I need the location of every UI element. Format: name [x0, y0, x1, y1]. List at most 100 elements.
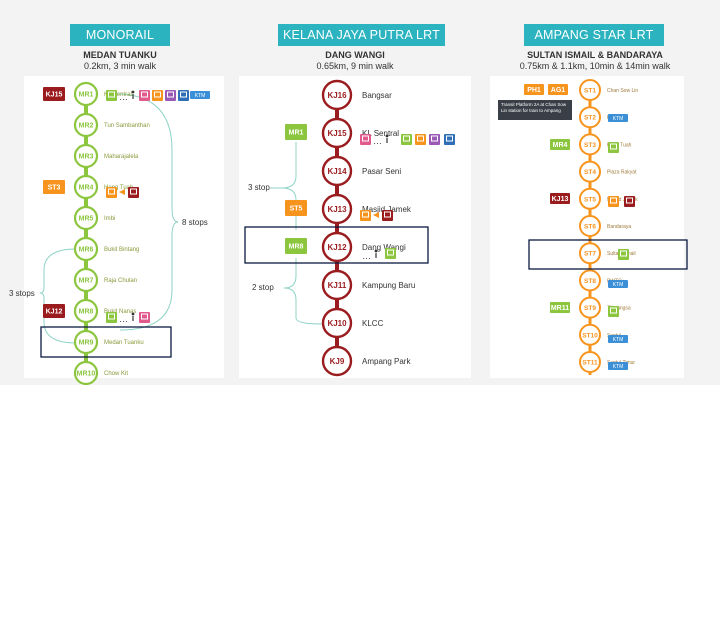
- kelana-interchange-badge: [285, 238, 307, 254]
- ampang-sentul-badge-text: KTM: [613, 337, 624, 343]
- ampang-pudu-badge: [608, 114, 628, 122]
- kelana-station-name: Dang Wangi: [362, 243, 406, 252]
- monorail-station-name: Medan Tuanku: [104, 340, 144, 346]
- monorail-station-marker: [73, 267, 99, 293]
- ampang-masjid-train-icon-body: [610, 197, 617, 204]
- transit-map: MONORAIL LINE MEDAN TUANKU 0.2km, 3 min …: [0, 0, 720, 385]
- monorail-line-title: MONORAIL LINE: [70, 24, 170, 64]
- monorail-bukitnanas-train-icon-body: [108, 313, 115, 320]
- ampang-interchange-badge: [524, 84, 544, 95]
- monorail-train-icon-purple-body: [167, 91, 174, 98]
- kelana-train-icon-green-body: [403, 135, 410, 142]
- monorail-brace-right-label: 8 stops: [182, 218, 208, 227]
- ampang-sultan-train-icon-body: [620, 250, 627, 257]
- ampang-station-code: ST1: [584, 88, 596, 95]
- kelana-station-name: Ampang Park: [362, 357, 411, 366]
- ampang-interchange-badge: [550, 302, 570, 313]
- monorail-station-marker: [73, 329, 99, 355]
- monorail-station-name: Maharajalela: [104, 154, 139, 160]
- monorail-station-marker: [73, 236, 99, 262]
- ampang-station-code: ST4: [584, 169, 596, 176]
- kelana-dangwangi-walk-icon-dots: …: [362, 251, 371, 261]
- monorail-station-name: Chow Kit: [104, 371, 128, 377]
- ampang-station-code: ST8: [584, 278, 596, 285]
- monorail-interchange-badge: [43, 87, 65, 101]
- kelana-station-code: KJ13: [327, 205, 347, 214]
- ampang-interchange-badge: [550, 193, 570, 204]
- kelana-station-marker: [321, 345, 353, 377]
- monorail-station-code: MR6: [79, 247, 94, 254]
- kelana-bus-icon-body: [446, 135, 453, 142]
- monorail-transfer-icon: [119, 189, 125, 195]
- ampang-station-marker: [579, 215, 601, 237]
- monorail-train-icon-body: [108, 91, 115, 98]
- ampang-station-marker: [579, 296, 601, 319]
- ampang-station-code: ST7: [584, 251, 596, 258]
- kelana-station-marker: [321, 155, 353, 187]
- monorail-station-name: Hang Tuah: [104, 185, 133, 191]
- kelana-brace-bottom-lower: [283, 287, 323, 325]
- ampang-masjid-kj-icon-body: [626, 197, 633, 204]
- monorail-bukitnanas-walk-icon-dots: …: [119, 314, 128, 324]
- kelana-station-marker: [321, 269, 353, 301]
- kelana-station-code: KJ12: [327, 243, 347, 252]
- kelana-brace-bottom-label: 2 stop: [252, 283, 274, 292]
- monorail-station-code: MR4: [79, 185, 94, 192]
- kelana-station-marker: [321, 307, 353, 339]
- ampang-destination: SULTAN ISMAIL & BANDARAYA: [527, 50, 663, 60]
- monorail-ktm-badge: [190, 91, 210, 99]
- kelana-station-marker: [321, 193, 353, 225]
- monorail-panel: [24, 76, 224, 378]
- kelana-walk-icon-dots: …: [373, 136, 382, 146]
- kelana-walk-icon: [385, 134, 389, 138]
- monorail-ktm-badge-text: KTM: [195, 93, 206, 99]
- ampang-station-marker: [579, 187, 601, 210]
- ampang-station-code: ST6: [584, 224, 596, 231]
- monorail-station-code: MR7: [79, 278, 94, 285]
- monorail-station-marker: [73, 174, 99, 200]
- monorail-interchange-badge: [43, 180, 65, 194]
- kelana-brace-top-label: 3 stop: [248, 183, 270, 192]
- ampang-station-marker: [579, 133, 601, 156]
- monorail-station-name: KL Sentral: [104, 92, 132, 98]
- ampang-station-marker: [579, 160, 601, 183]
- ampang-line-title: AMPANG STAR LRT LINE: [524, 24, 664, 64]
- monorail-brace-right: [115, 93, 179, 331]
- monorail-walk-icon-dots: …: [119, 92, 128, 102]
- ampang-interchange-badge-label: MR11: [551, 305, 569, 312]
- monorail-station-code: MR9: [79, 340, 94, 347]
- ampang-distance: 0.75km & 1.1km, 10min & 14min walk: [519, 61, 671, 71]
- monorail-station-marker: [73, 81, 99, 107]
- monorail-bukitnanas-walk-icon: [131, 312, 135, 316]
- kelana-train-icon-pink-body: [362, 135, 369, 142]
- kelana-dangwangi-walk-icon: [374, 249, 378, 253]
- ampang-pudu-badge-text: KTM: [613, 116, 624, 122]
- monorail-station-name: Bukit Bintang: [104, 247, 139, 253]
- ampang-titiwangsa-train-icon-body: [610, 307, 617, 314]
- ampang-station-name: Hang Tuah: [607, 142, 632, 148]
- monorail-station-marker: [73, 143, 99, 169]
- monorail-interchange-badge-label: KJ15: [46, 92, 63, 99]
- monorail-station-name: Tun Sambanthan: [104, 123, 150, 129]
- monorail-bus-icon-body: [180, 91, 187, 98]
- monorail-station-name: Raja Chulan: [104, 278, 137, 284]
- kelana-station-name: Bangsar: [362, 91, 392, 100]
- kelana-station-code: KJ11: [328, 281, 347, 290]
- ampang-destination-highlight: [528, 239, 688, 270]
- ampang-station-name: Plaza Rakyat: [607, 170, 637, 176]
- kelana-transfer-icon: [373, 212, 379, 218]
- kelana-station-code: KJ14: [327, 167, 347, 176]
- ampang-station-marker: [579, 323, 601, 346]
- monorail-train-icon-orange-body: [154, 91, 161, 98]
- monorail-distance: 0.2km, 3 min walk: [83, 61, 157, 71]
- kelana-brace-top: [270, 142, 297, 189]
- ampang-pwtc-badge-text: KTM: [613, 282, 624, 288]
- monorail-station-code: MR8: [79, 309, 94, 316]
- ampang-interchange-badge-label: AG1: [551, 87, 566, 94]
- monorail-station-marker: [73, 112, 99, 138]
- kelana-station-name: KL Sentral: [362, 129, 399, 138]
- ampang-station-name: Bandaraya: [607, 224, 631, 230]
- monorail-brace-left: [39, 248, 77, 344]
- ampang-station-code: ST5: [584, 196, 596, 203]
